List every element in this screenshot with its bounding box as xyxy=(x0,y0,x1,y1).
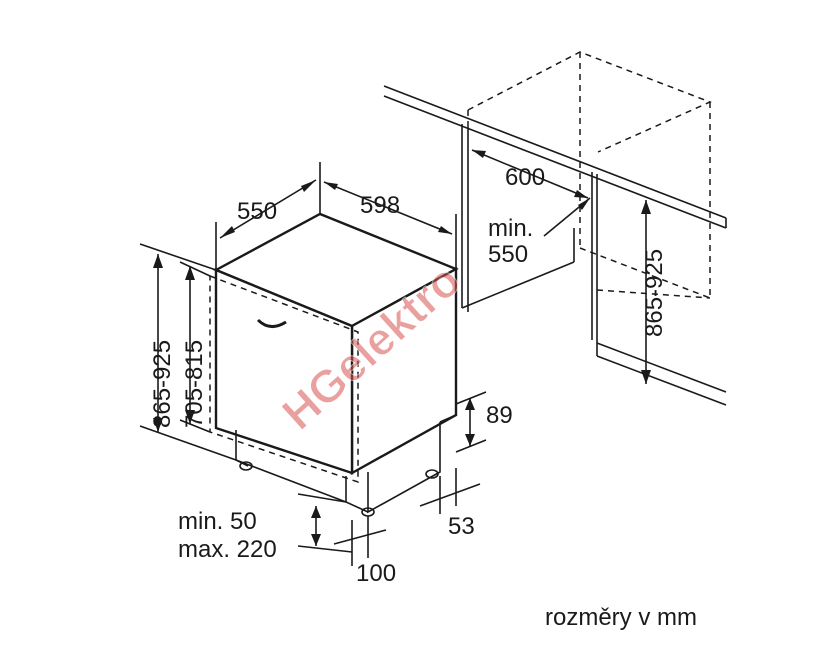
dishwasher-front-face xyxy=(214,268,354,475)
label-foot-setback: 100 xyxy=(356,560,396,587)
label-appliance-depth: 550 xyxy=(237,198,277,225)
floor-line-bottom xyxy=(596,355,727,406)
ext-line-door-top xyxy=(179,261,211,277)
arrow-89-b xyxy=(465,434,475,446)
dim-line-53 xyxy=(419,483,481,507)
decor-door-outline xyxy=(209,274,359,484)
plinth-front-bottom xyxy=(235,459,347,503)
dim-line-598 xyxy=(323,181,453,235)
foot-rear-right xyxy=(425,469,439,479)
plinth-side xyxy=(367,422,441,514)
label-door-height: 705-815 xyxy=(181,340,208,428)
ext-line-foot-bottom xyxy=(297,545,353,553)
label-niche-depth-line2: 550 xyxy=(488,241,528,268)
niche-left-wall-bottom xyxy=(461,261,575,309)
ext-line-89-bottom xyxy=(455,439,487,453)
dim-line-600 xyxy=(471,149,589,199)
arrow-600-b xyxy=(574,190,588,198)
label-total-height: 865-925 xyxy=(149,340,176,428)
arrow-89-a xyxy=(465,398,475,410)
hidden-cabinet-top xyxy=(467,51,712,153)
units-caption: rozměry v mm xyxy=(545,604,697,631)
label-foot-height-min: min. 50 xyxy=(178,508,257,535)
arrow-600-a xyxy=(472,150,486,158)
arrow-550-a xyxy=(220,226,235,238)
door-handle xyxy=(256,318,287,328)
plinth-recess xyxy=(439,414,457,423)
arrow-550-b xyxy=(301,180,316,192)
label-niche-depth-line1: min. xyxy=(488,215,533,242)
arrow-total-height-b xyxy=(153,418,163,432)
arrow-door-height-a xyxy=(185,266,195,280)
floor-line-top xyxy=(596,342,727,393)
ext-line-89-top xyxy=(455,391,487,405)
label-niche-height: 865-925 xyxy=(641,249,668,337)
countertop-edge-bottom xyxy=(383,95,727,229)
ext-line-foot-top xyxy=(297,493,347,503)
dimension-labels: 550 598 600 min. 550 865-925 865-925 705… xyxy=(149,164,668,587)
dim-line-550 xyxy=(219,179,317,239)
foot-front-left xyxy=(239,461,253,471)
ext-line-door-bottom xyxy=(179,419,211,433)
arrow-door-height-b xyxy=(185,410,195,424)
arrow-foot-b xyxy=(311,534,321,546)
label-kickplate-setback: 53 xyxy=(448,513,475,540)
arrow-foot-a xyxy=(311,506,321,518)
arrow-598-b xyxy=(438,226,452,234)
label-appliance-width: 598 xyxy=(360,192,400,219)
arrow-niche-depth xyxy=(578,198,590,210)
ext-line-height-top xyxy=(139,243,217,271)
arrow-total-height-a xyxy=(153,254,163,268)
arrow-598-a xyxy=(324,182,338,190)
installation-niche xyxy=(383,51,727,406)
label-kickplate-height: 89 xyxy=(486,402,513,429)
ext-line-height-bottom xyxy=(139,425,237,461)
hidden-cabinet-bottom xyxy=(579,247,711,299)
label-foot-height-max: max. 220 xyxy=(178,536,277,563)
label-niche-width: 600 xyxy=(505,164,545,191)
countertop-edge-top xyxy=(383,85,727,219)
arrow-niche-height-a xyxy=(641,200,651,214)
arrow-niche-height-b xyxy=(641,370,651,384)
dim-line-100 xyxy=(333,529,387,545)
hidden-floor-edge xyxy=(596,289,711,299)
dimension-lines xyxy=(139,149,651,566)
